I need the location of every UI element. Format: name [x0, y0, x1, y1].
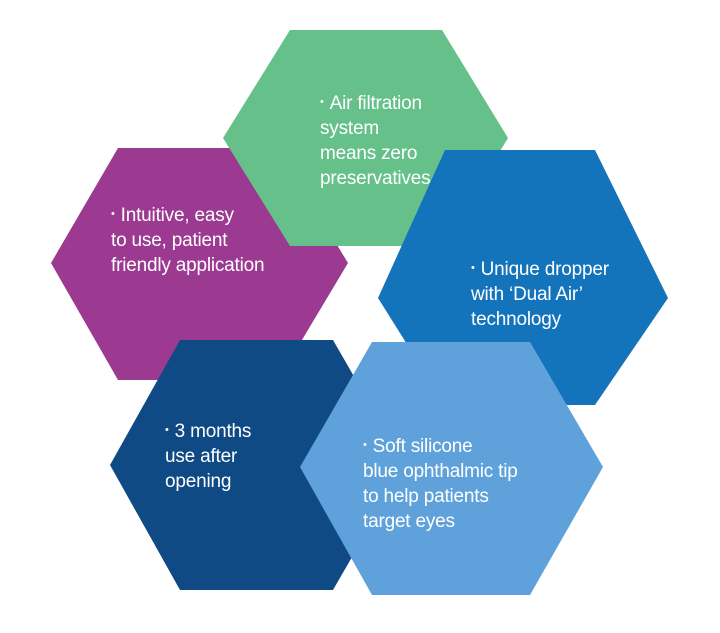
label-line: • Air filtration [320, 90, 430, 116]
hexagon-lightblue-label: • Soft silicone blue ophthalmic tip to he… [363, 433, 518, 534]
bullet-icon: • [363, 439, 367, 451]
label-line: to use, patient [111, 230, 228, 251]
label-line: with ‘Dual Air’ [471, 284, 583, 305]
label-line: • Soft silicone [363, 433, 518, 459]
bullet-icon: • [165, 424, 169, 436]
label-text: Intuitive, easy [120, 205, 234, 226]
label-text: 3 months [174, 421, 252, 442]
label-line: means zero [320, 143, 418, 164]
label-line: technology [471, 309, 561, 330]
hexagon-blue-label: • Unique dropper with ‘Dual Air’ technolo… [471, 256, 609, 332]
hexagon-green-label: • Air filtration system means zero preser… [320, 90, 431, 191]
label-text: Soft silicone [372, 436, 473, 457]
hexagon-blue [378, 150, 668, 405]
label-line: friendly application [111, 255, 265, 276]
label-line: target eyes [363, 511, 455, 532]
label-line: blue ophthalmic tip [363, 461, 518, 482]
bullet-icon: • [471, 262, 475, 274]
hexagon-navy [110, 340, 405, 590]
label-line: preservatives [320, 168, 431, 189]
label-line: • 3 months [165, 418, 251, 444]
hexagon-navy-label: • 3 months use after opening [165, 418, 251, 494]
label-text: Unique dropper [480, 259, 609, 280]
hexagon-lightblue [300, 342, 603, 595]
label-line: opening [165, 471, 232, 492]
label-line: • Intuitive, easy [111, 202, 264, 228]
label-line: • Unique dropper [471, 256, 609, 282]
label-line: system [320, 118, 379, 139]
hexagon-purple-label: • Intuitive, easy to use, patient friendl… [111, 202, 265, 278]
label-line: use after [165, 446, 238, 467]
label-line: to help patients [363, 486, 489, 507]
bullet-icon: • [111, 208, 115, 220]
bullet-icon: • [320, 96, 324, 108]
label-text: Air filtration [329, 93, 422, 114]
